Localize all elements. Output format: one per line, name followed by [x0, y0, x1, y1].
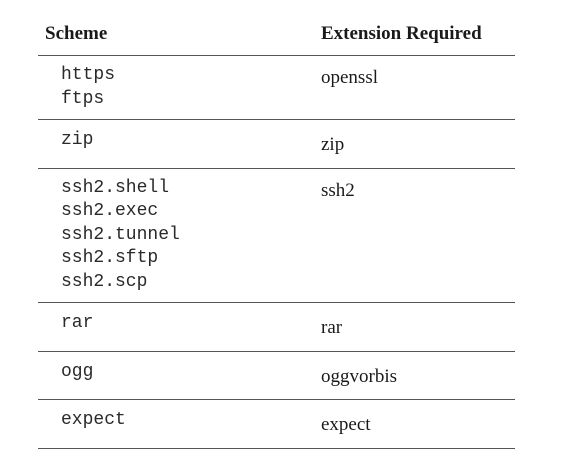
scheme-name: https	[61, 65, 116, 85]
extension-cell: rar	[311, 302, 515, 352]
table-row: expect expect	[38, 399, 515, 449]
scheme-name: ssh2.exec	[61, 201, 159, 221]
scheme-name: ssh2.sftp	[61, 248, 159, 268]
header-extension-required: Extension Required	[311, 12, 515, 56]
table-header-row: Scheme Extension Required	[38, 12, 515, 56]
scheme-name: zip	[61, 130, 94, 150]
scheme-cell: ogg	[38, 351, 311, 400]
scheme-cell: ssh2.shell ssh2.exec ssh2.tunnel ssh2.sf…	[38, 168, 311, 303]
document-page: Scheme Extension Required https ftps ope…	[38, 12, 515, 449]
table-row: https ftps openssl	[38, 55, 515, 120]
scheme-name: ssh2.shell	[61, 177, 170, 198]
scheme-cell: https ftps	[38, 55, 311, 120]
extension-cell: zip	[311, 119, 515, 169]
scheme-cell: rar	[38, 302, 311, 352]
extension-cell: ssh2	[311, 168, 515, 303]
scheme-cell: expect	[38, 399, 311, 449]
scheme-name: ssh2.scp	[61, 271, 148, 292]
scheme-name: ftps	[61, 88, 105, 109]
extension-cell: openssl	[311, 55, 515, 120]
extension-cell: oggvorbis	[311, 351, 515, 400]
scheme-extension-table: Scheme Extension Required https ftps ope…	[38, 12, 515, 449]
scheme-cell: zip	[38, 119, 311, 169]
scheme-name: rar	[61, 313, 94, 333]
table-row: zip zip	[38, 119, 515, 169]
table-row: ssh2.shell ssh2.exec ssh2.tunnel ssh2.sf…	[38, 168, 515, 303]
extension-cell: expect	[311, 399, 515, 449]
table-row: rar rar	[38, 302, 515, 352]
table-row: ogg oggvorbis	[38, 351, 515, 400]
scheme-name: ssh2.tunnel	[61, 224, 180, 245]
scheme-name: ogg	[61, 361, 94, 382]
scheme-name: expect	[61, 410, 126, 430]
header-scheme: Scheme	[38, 12, 311, 56]
